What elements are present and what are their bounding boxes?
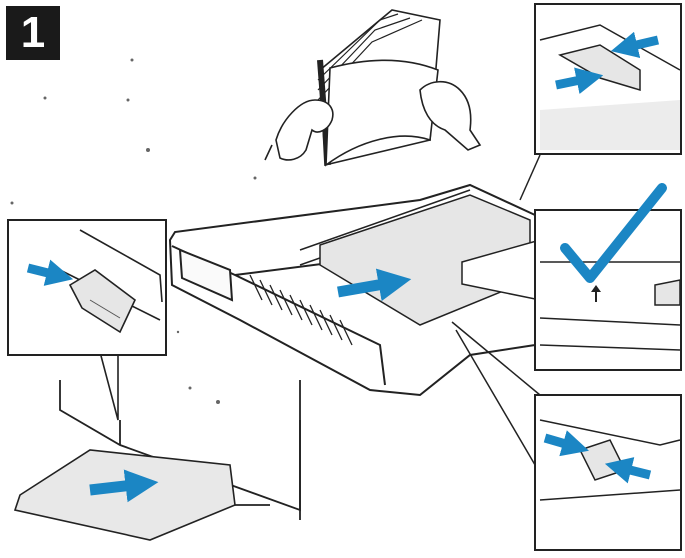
width-guide-detail	[451, 321, 682, 551]
push-arrow-icon	[337, 268, 412, 302]
length-guide-detail	[519, 3, 682, 201]
fill-line-arrow-icon	[591, 285, 601, 302]
tray-grip-slats	[249, 274, 353, 346]
hands-holding-paper-icon	[264, 9, 482, 167]
tray-release-detail	[7, 219, 167, 421]
paper-sheet-floor	[13, 449, 236, 541]
step-number-badge: 1	[6, 6, 60, 60]
check-mark-icon	[560, 183, 667, 283]
fill-line-check-detail	[461, 183, 682, 371]
